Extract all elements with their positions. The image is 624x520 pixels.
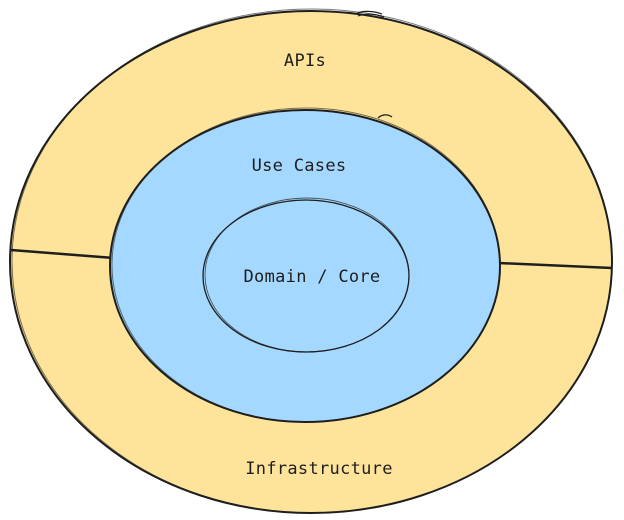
use-cases-label: Use Cases <box>252 156 347 176</box>
inner-core-sketch <box>204 197 410 353</box>
middle-ring-scribble <box>377 114 393 119</box>
outer-ring-sketch <box>11 8 613 514</box>
left-divider-line <box>10 248 115 260</box>
domain-core-label: Domain / Core <box>244 267 381 287</box>
middle-ring-sketch <box>111 107 501 423</box>
apis-label: APIs <box>284 51 326 71</box>
outer-ring-scribble <box>355 10 385 18</box>
right-divider-line <box>498 261 613 270</box>
infrastructure-label: Infrastructure <box>245 459 393 479</box>
